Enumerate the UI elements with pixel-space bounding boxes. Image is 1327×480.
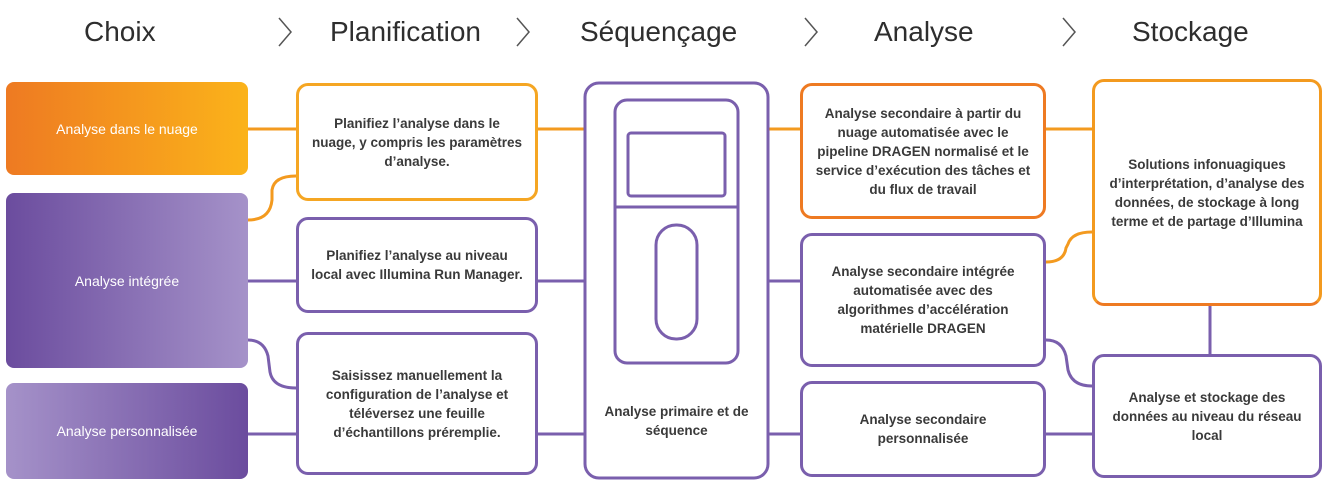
header-analysis: Analyse	[874, 16, 974, 47]
analysis-custom-box: Analyse secondaire personnalisée	[800, 381, 1046, 477]
choice-cloud-label: Analyse dans le nuage	[56, 120, 198, 137]
header-choice: Choix	[84, 16, 156, 47]
storage-cloud-box: Solutions infonuagiques d’interprétation…	[1092, 79, 1322, 306]
planning-local-text: Planifiez l’analyse au niveau local avec…	[311, 248, 523, 282]
planning-manual-text: Saisissez manuellement la configuration …	[325, 367, 509, 440]
analysis-integrated-box: Analyse secondaire intégrée automatisée …	[800, 233, 1046, 367]
storage-cloud-text: Solutions infonuagiques d’interprétation…	[1109, 156, 1305, 229]
chevron-right-icon	[278, 17, 292, 47]
planning-cloud-text: Planifiez l’analyse dans le nuage, y com…	[311, 115, 523, 169]
choice-custom-label: Analyse personnalisée	[56, 423, 198, 439]
analysis-integrated-text: Analyse secondaire intégrée automatisée …	[831, 264, 1015, 336]
analysis-cloud-box: Analyse secondaire à partir du nuage aut…	[800, 83, 1046, 219]
analysis-custom-text: Analyse secondaire personnalisée	[859, 412, 987, 446]
choice-cloud-analysis: Analyse dans le nuage	[6, 82, 248, 175]
planning-manual-box: Saisissez manuellement la configuration …	[296, 332, 538, 475]
sequencer-device-icon	[583, 81, 770, 480]
planning-cloud-box: Planifiez l’analyse dans le nuage, y com…	[296, 83, 538, 201]
header-planning: Planification	[330, 16, 481, 47]
choice-custom-analysis: Analyse personnalisée	[6, 383, 248, 479]
header-storage: Stockage	[1132, 16, 1249, 47]
sequencing-label: Analyse primaire et de séquence	[604, 404, 749, 438]
choice-integrated-label: Analyse intégrée	[74, 272, 180, 289]
analysis-cloud-text: Analyse secondaire à partir du nuage aut…	[815, 105, 1031, 197]
chevron-right-icon	[804, 17, 818, 47]
planning-local-box: Planifiez l’analyse au niveau local avec…	[296, 217, 538, 313]
chevron-right-icon	[516, 17, 530, 47]
storage-local-text: Analyse et stockage des données au nivea…	[1112, 389, 1302, 443]
chevron-right-icon	[1062, 17, 1076, 47]
choice-integrated-analysis: Analyse intégrée	[6, 193, 248, 368]
storage-local-box: Analyse et stockage des données au nivea…	[1092, 354, 1322, 478]
header-sequencing: Séquençage	[580, 16, 738, 47]
